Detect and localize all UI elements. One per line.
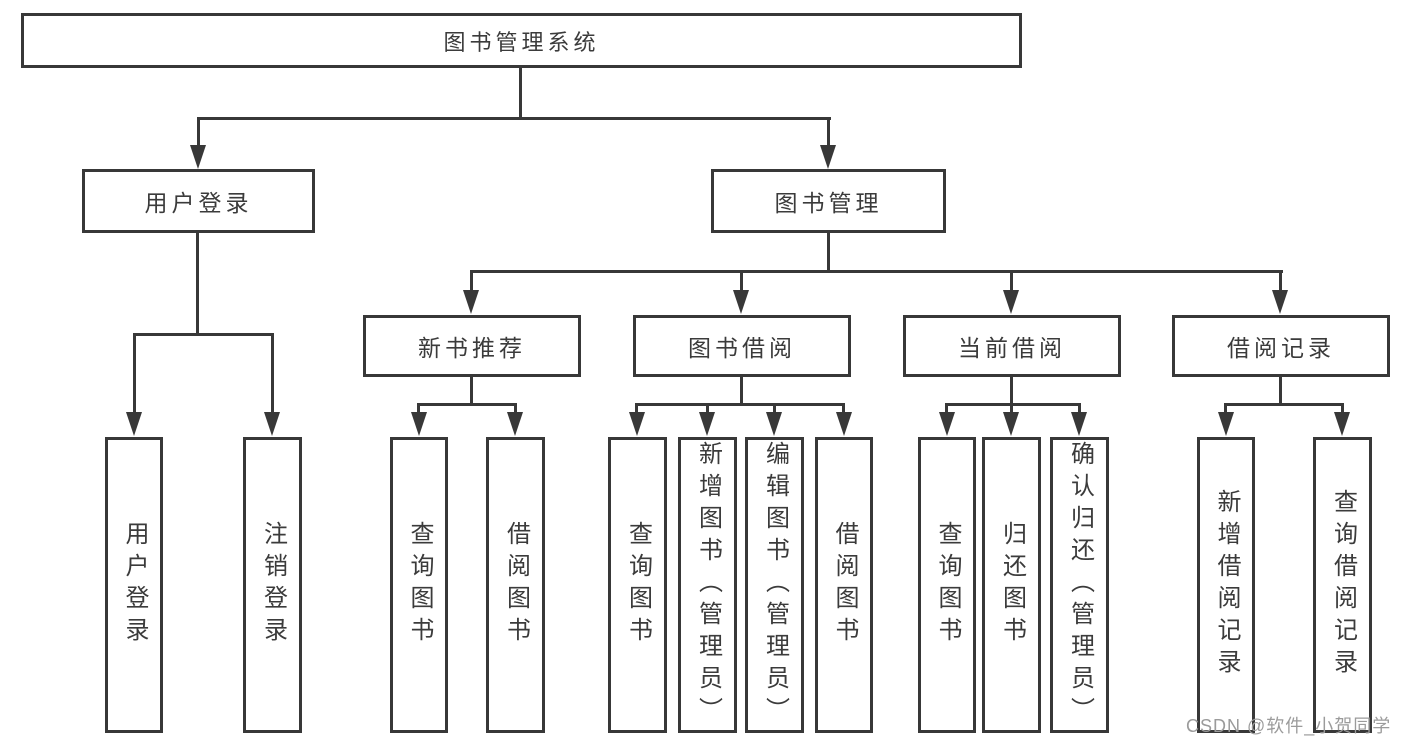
arrowhead-down-icon [1334,412,1350,436]
node-leaf-logout-label: 注销登录 [259,521,287,649]
connector-line [1010,270,1013,292]
connector-line [1078,403,1081,415]
arrowhead-down-icon [1003,290,1019,314]
connector-line [133,333,274,336]
node-leaf-rec-borrow-books-label: 借阅图书 [502,521,530,649]
arrowhead-down-icon [699,412,715,436]
node-leaf-cb-confirm-return: 确认归还（管理员） [1050,437,1109,733]
arrowhead-down-icon [820,145,836,169]
node-current-borrowing-label: 当前借阅 [958,335,1066,361]
connector-line [519,68,522,120]
node-user-login-label: 用户登录 [144,190,253,216]
node-book-management: 图书管理 [711,169,946,233]
connector-line [773,403,776,415]
node-leaf-rec-borrow-books: 借阅图书 [486,437,545,733]
connector-line [470,377,473,406]
node-leaf-cb-return-books: 归还图书 [982,437,1041,733]
node-borrowing-records-label: 借阅记录 [1227,335,1335,361]
arrowhead-down-icon [1218,412,1234,436]
node-user-login: 用户登录 [82,169,315,233]
connector-line [197,117,200,148]
arrowhead-down-icon [507,412,523,436]
node-leaf-user-login: 用户登录 [105,437,163,733]
connector-line [827,117,830,148]
arrowhead-down-icon [411,412,427,436]
arrowhead-down-icon [836,412,852,436]
csdn-watermark: CSDN @软件_小贺同学 [1186,716,1392,736]
connector-line [470,270,1283,273]
node-leaf-br-add-record: 新增借阅记录 [1197,437,1255,733]
node-book-borrowing-label: 图书借阅 [688,335,796,361]
arrowhead-down-icon [1071,412,1087,436]
node-leaf-bb-query-books-label: 查询图书 [624,521,652,649]
connector-line [740,270,743,292]
node-leaf-cb-confirm-return-label: 确认归还（管理员） [1066,441,1094,729]
node-leaf-cb-query-books: 查询图书 [918,437,976,733]
connector-line [271,333,274,415]
connector-line [635,403,638,415]
arrowhead-down-icon [733,290,749,314]
connector-line [740,377,743,406]
node-leaf-rec-query-books: 查询图书 [390,437,448,733]
arrowhead-down-icon [766,412,782,436]
connector-line [1279,377,1282,406]
connector-line [635,403,845,406]
node-leaf-br-add-record-label: 新增借阅记录 [1213,489,1240,681]
node-leaf-br-query-record: 查询借阅记录 [1313,437,1372,733]
connector-line [1341,403,1344,415]
connector-line [1279,270,1282,292]
connector-line [827,233,830,273]
node-leaf-bb-query-books: 查询图书 [608,437,667,733]
arrowhead-down-icon [939,412,955,436]
connector-line [945,403,1081,406]
node-leaf-bb-add-books: 新增图书（管理员） [678,437,737,733]
node-new-book-recommend: 新书推荐 [363,315,581,377]
node-leaf-cb-query-books-label: 查询图书 [934,521,961,649]
connector-line [514,403,517,415]
connector-line [196,233,199,336]
connector-line [706,403,709,415]
node-leaf-bb-borrow-books-label: 借阅图书 [831,521,858,649]
node-book-borrowing: 图书借阅 [633,315,851,377]
arrowhead-down-icon [126,412,142,436]
node-new-book-recommend-label: 新书推荐 [418,335,526,361]
node-leaf-user-login-label: 用户登录 [121,521,148,649]
node-leaf-rec-query-books-label: 查询图书 [406,521,433,649]
node-root: 图书管理系统 [21,13,1022,68]
connector-line [1224,403,1227,415]
node-root-label: 图书管理系统 [443,29,600,55]
connector-line [1010,403,1013,415]
connector-line [133,333,136,415]
node-leaf-bb-add-books-label: 新增图书（管理员） [694,441,722,729]
node-book-management-label: 图书管理 [774,190,883,216]
connector-line [417,403,517,406]
node-leaf-logout: 注销登录 [243,437,302,733]
connector-line [945,403,948,415]
node-leaf-bb-edit-books-label: 编辑图书（管理员） [761,441,789,729]
arrowhead-down-icon [264,412,280,436]
node-current-borrowing: 当前借阅 [903,315,1121,377]
connector-line [842,403,845,415]
arrowhead-down-icon [629,412,645,436]
node-leaf-bb-borrow-books: 借阅图书 [815,437,873,733]
arrowhead-down-icon [1272,290,1288,314]
arrowhead-down-icon [190,145,206,169]
node-leaf-br-query-record-label: 查询借阅记录 [1329,489,1357,681]
connector-line [197,117,831,120]
node-borrowing-records: 借阅记录 [1172,315,1390,377]
connector-line [470,270,473,292]
connector-line [1224,403,1344,406]
connector-line [1010,377,1013,406]
arrowhead-down-icon [463,290,479,314]
connector-line [417,403,420,415]
arrowhead-down-icon [1003,412,1019,436]
node-leaf-cb-return-books-label: 归还图书 [998,521,1026,649]
node-leaf-bb-edit-books: 编辑图书（管理员） [745,437,804,733]
